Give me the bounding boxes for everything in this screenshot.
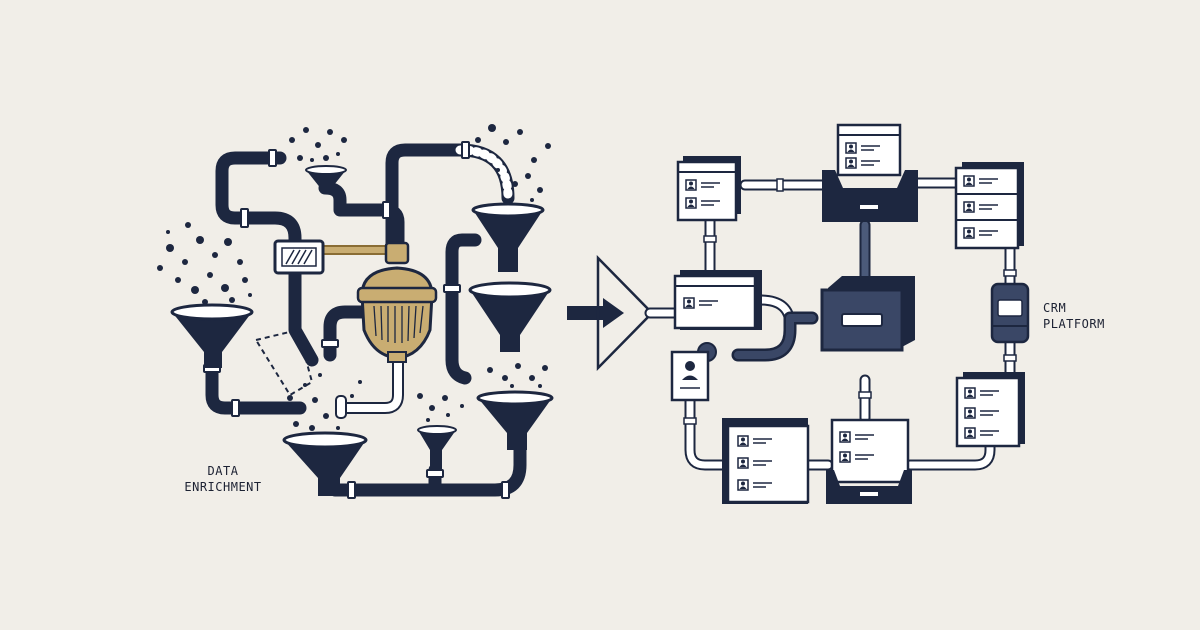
- record-card-icon: [722, 418, 810, 504]
- inbox-tray-icon: [822, 123, 918, 222]
- data-enrichment-label: DATA ENRICHMENT: [178, 463, 268, 495]
- crm-platform-label: CRM PLATFORM: [1043, 300, 1105, 332]
- label-line: PLATFORM: [1043, 317, 1105, 331]
- funnel-icon: [305, 165, 347, 190]
- dark-pipes: [205, 143, 527, 497]
- record-card-icon: [673, 270, 762, 330]
- funnel-icon: [282, 431, 368, 496]
- database-icon: [954, 162, 1024, 250]
- adapter-icon: [990, 282, 1030, 344]
- inbox-tray-icon: [826, 418, 912, 504]
- data-dot-icon: [157, 124, 551, 431]
- funnel-icon: [468, 281, 552, 352]
- label-line: DATA: [207, 464, 239, 478]
- label-line: CRM: [1043, 301, 1067, 315]
- contact-badge-icon: [670, 350, 710, 402]
- crm-platform-section: [644, 123, 1030, 504]
- data-enrichment-section: [157, 124, 554, 499]
- filter-icon: [273, 239, 325, 275]
- dashed-chute: [254, 328, 314, 397]
- record-card-icon: [676, 156, 741, 222]
- funnel-icon: [417, 425, 457, 470]
- processing-vessel-icon: [356, 241, 438, 363]
- funnel-icon: [170, 303, 254, 368]
- funnel-icon: [471, 202, 545, 272]
- funnel-icon: [476, 390, 554, 450]
- database-icon: [955, 372, 1025, 448]
- label-line: ENRICHMENT: [184, 480, 262, 494]
- storage-box-icon: [820, 276, 915, 352]
- arrow-icon: [567, 254, 654, 372]
